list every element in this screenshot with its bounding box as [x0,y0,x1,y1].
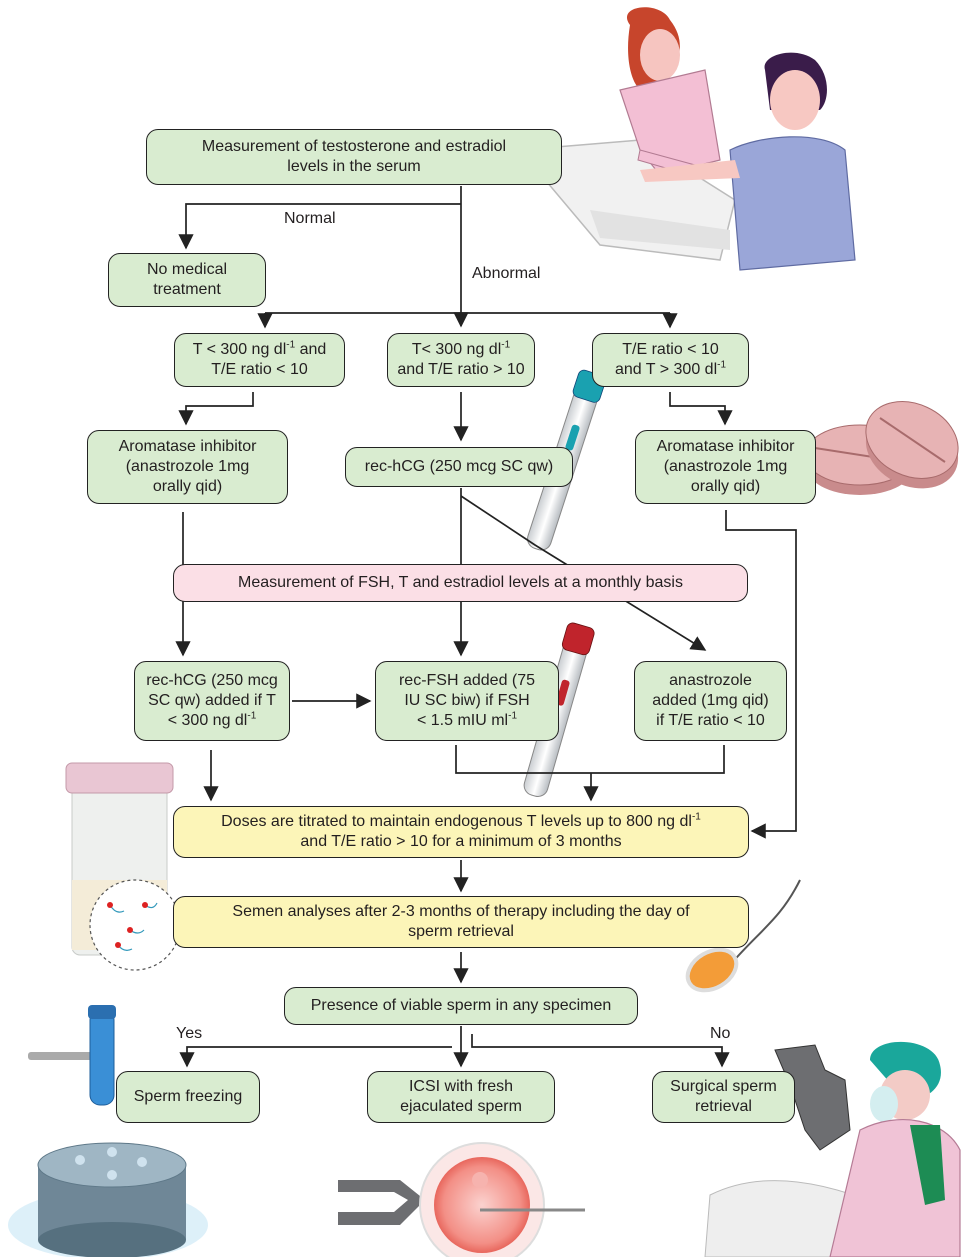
connector-no [471,1034,730,1068]
criteria-mid-sup: -1 [501,339,511,351]
pills-illustration [804,401,959,495]
criteria-right-text2: and T > 300 dl [614,361,718,378]
titration-sup: -1 [691,811,701,823]
measure-serum-line1: Measurement of testosterone and estradio… [201,138,507,155]
measure-serum-line2: levels in the serum [287,158,421,175]
monthly-measurement-box: Measurement of FSH, T and estradiol leve… [173,564,748,602]
criteria-mid-text1: T< 300 ng dl [411,341,502,358]
rec-hcg-added-line1: rec-hCG (250 mcg [146,672,278,689]
anastrozole-added-line3: if T/E ratio < 10 [656,712,765,729]
no-label: No [710,1025,731,1042]
criteria-left-text1: T < 300 ng dl [192,341,287,358]
semen-analyses-line2: sperm retrieval [408,923,514,940]
aromatase-left-line3: orally qid) [152,478,223,495]
surgical-retrieval-box: Surgical sperm retrieval [652,1071,795,1123]
monthly-measurement-text: Measurement of FSH, T and estradiol leve… [238,574,683,591]
aromatase-left-line1: Aromatase inhibitor [118,438,257,455]
anastrozole-added-line1: anastrozole [669,672,752,689]
no-treatment-line2: treatment [153,281,221,298]
semen-analyses-line1: Semen analyses after 2-3 months of thera… [232,903,690,920]
connector-right-loop [725,510,797,839]
rec-fsh-added-line2: IU SC biw) if FSH [404,692,530,709]
rec-hcg-added-text3: < 300 ng dl [167,712,248,729]
criteria-mid-box: T< 300 ng dl-1 and T/E ratio > 10 [387,333,535,387]
connector-normal [178,203,461,250]
rec-hcg-added-box: rec-hCG (250 mcg SC qw) added if T < 300… [134,661,290,741]
criteria-right-line1: T/E ratio < 10 [622,341,719,358]
normal-label: Normal [284,210,336,227]
anastrozole-added-line2: added (1mg qid) [652,692,769,709]
sample-jar-illustration [65,762,181,971]
connector-diagonal [460,495,707,651]
icsi-line2: ejaculated sperm [400,1098,522,1115]
criteria-right-box: T/E ratio < 10 and T > 300 dl-1 [592,333,749,387]
rec-fsh-added-box: rec-FSH added (75 IU SC biw) if FSH < 1.… [375,661,559,741]
connector-yes [179,1046,452,1068]
viable-sperm-text: Presence of viable sperm in any specimen [310,997,612,1014]
connector-merge [455,745,725,774]
icsi-illustration [338,1142,585,1257]
titration-line2: and T/E ratio > 10 for a minimum of 3 mo… [300,833,622,850]
rec-hcg-mid-text: rec-hCG (250 mcg SC qw) [364,458,554,475]
criteria-left-line1: T < 300 ng dl-1 and [193,340,327,360]
aromatase-left-line2: (anastrozole 1mg [125,458,250,475]
rec-fsh-added-line1: rec-FSH added (75 [398,672,536,689]
semen-analyses-box: Semen analyses after 2-3 months of thera… [173,896,749,948]
criteria-right-line2: and T > 300 dl-1 [615,360,726,380]
surgical-retrieval-line2: retrieval [695,1098,752,1115]
criteria-left-text1b: and [295,341,327,358]
surgeon-illustration [704,1041,961,1257]
sperm-freezing-box: Sperm freezing [116,1071,260,1123]
aromatase-right-line3: orally qid) [690,478,761,495]
measure-serum-box: Measurement of testosterone and estradio… [146,129,562,185]
titration-text1: Doses are titrated to maintain endogenou… [221,813,692,830]
freezer-illustration [8,1005,208,1257]
rec-hcg-mid-box: rec-hCG (250 mcg SC qw) [345,447,573,487]
icsi-box: ICSI with fresh ejaculated sperm [367,1071,555,1123]
rec-hcg-added-line3: < 300 ng dl-1 [168,711,257,731]
criteria-mid-line2: and T/E ratio > 10 [397,361,525,378]
connector-lines [175,186,797,1068]
sperm-freezing-text: Sperm freezing [133,1088,243,1105]
rec-fsh-added-text3: < 1.5 mIU ml [416,712,509,729]
anastrozole-added-box: anastrozole added (1mg qid) if T/E ratio… [634,661,787,741]
sperm-illustration [685,879,801,993]
abnormal-label: Abnormal [472,265,541,282]
aromatase-right-box: Aromatase inhibitor (anastrozole 1mg ora… [635,430,816,504]
criteria-right-sup: -1 [717,359,727,371]
aromatase-right-line1: Aromatase inhibitor [656,438,795,455]
rec-hcg-added-sup: -1 [247,710,257,722]
viable-sperm-box: Presence of viable sperm in any specimen [284,987,638,1025]
yes-label: Yes [176,1025,203,1042]
criteria-left-sup: -1 [286,339,296,351]
nurse-patient-illustration [518,7,856,271]
connector-crit-right-down [669,392,733,426]
titration-line1: Doses are titrated to maintain endogenou… [221,812,701,832]
aromatase-left-box: Aromatase inhibitor (anastrozole 1mg ora… [87,430,288,504]
criteria-mid-line1: T< 300 ng dl-1 [412,340,510,360]
no-treatment-line1: No medical [146,261,228,278]
titration-box: Doses are titrated to maintain endogenou… [173,806,749,858]
rec-hcg-added-line2: SC qw) added if T [148,692,276,709]
surgical-retrieval-line1: Surgical sperm [670,1078,777,1095]
no-treatment-box: No medical treatment [108,253,266,307]
criteria-left-box: T < 300 ng dl-1 and T/E ratio < 10 [174,333,345,387]
connector-crit-left-down [178,392,254,426]
aromatase-right-line2: (anastrozole 1mg [663,458,788,475]
rec-fsh-added-sup: -1 [508,710,518,722]
icsi-line1: ICSI with fresh [408,1078,514,1095]
rec-fsh-added-line3: < 1.5 mIU ml-1 [417,711,517,731]
criteria-left-line2: T/E ratio < 10 [211,361,308,378]
